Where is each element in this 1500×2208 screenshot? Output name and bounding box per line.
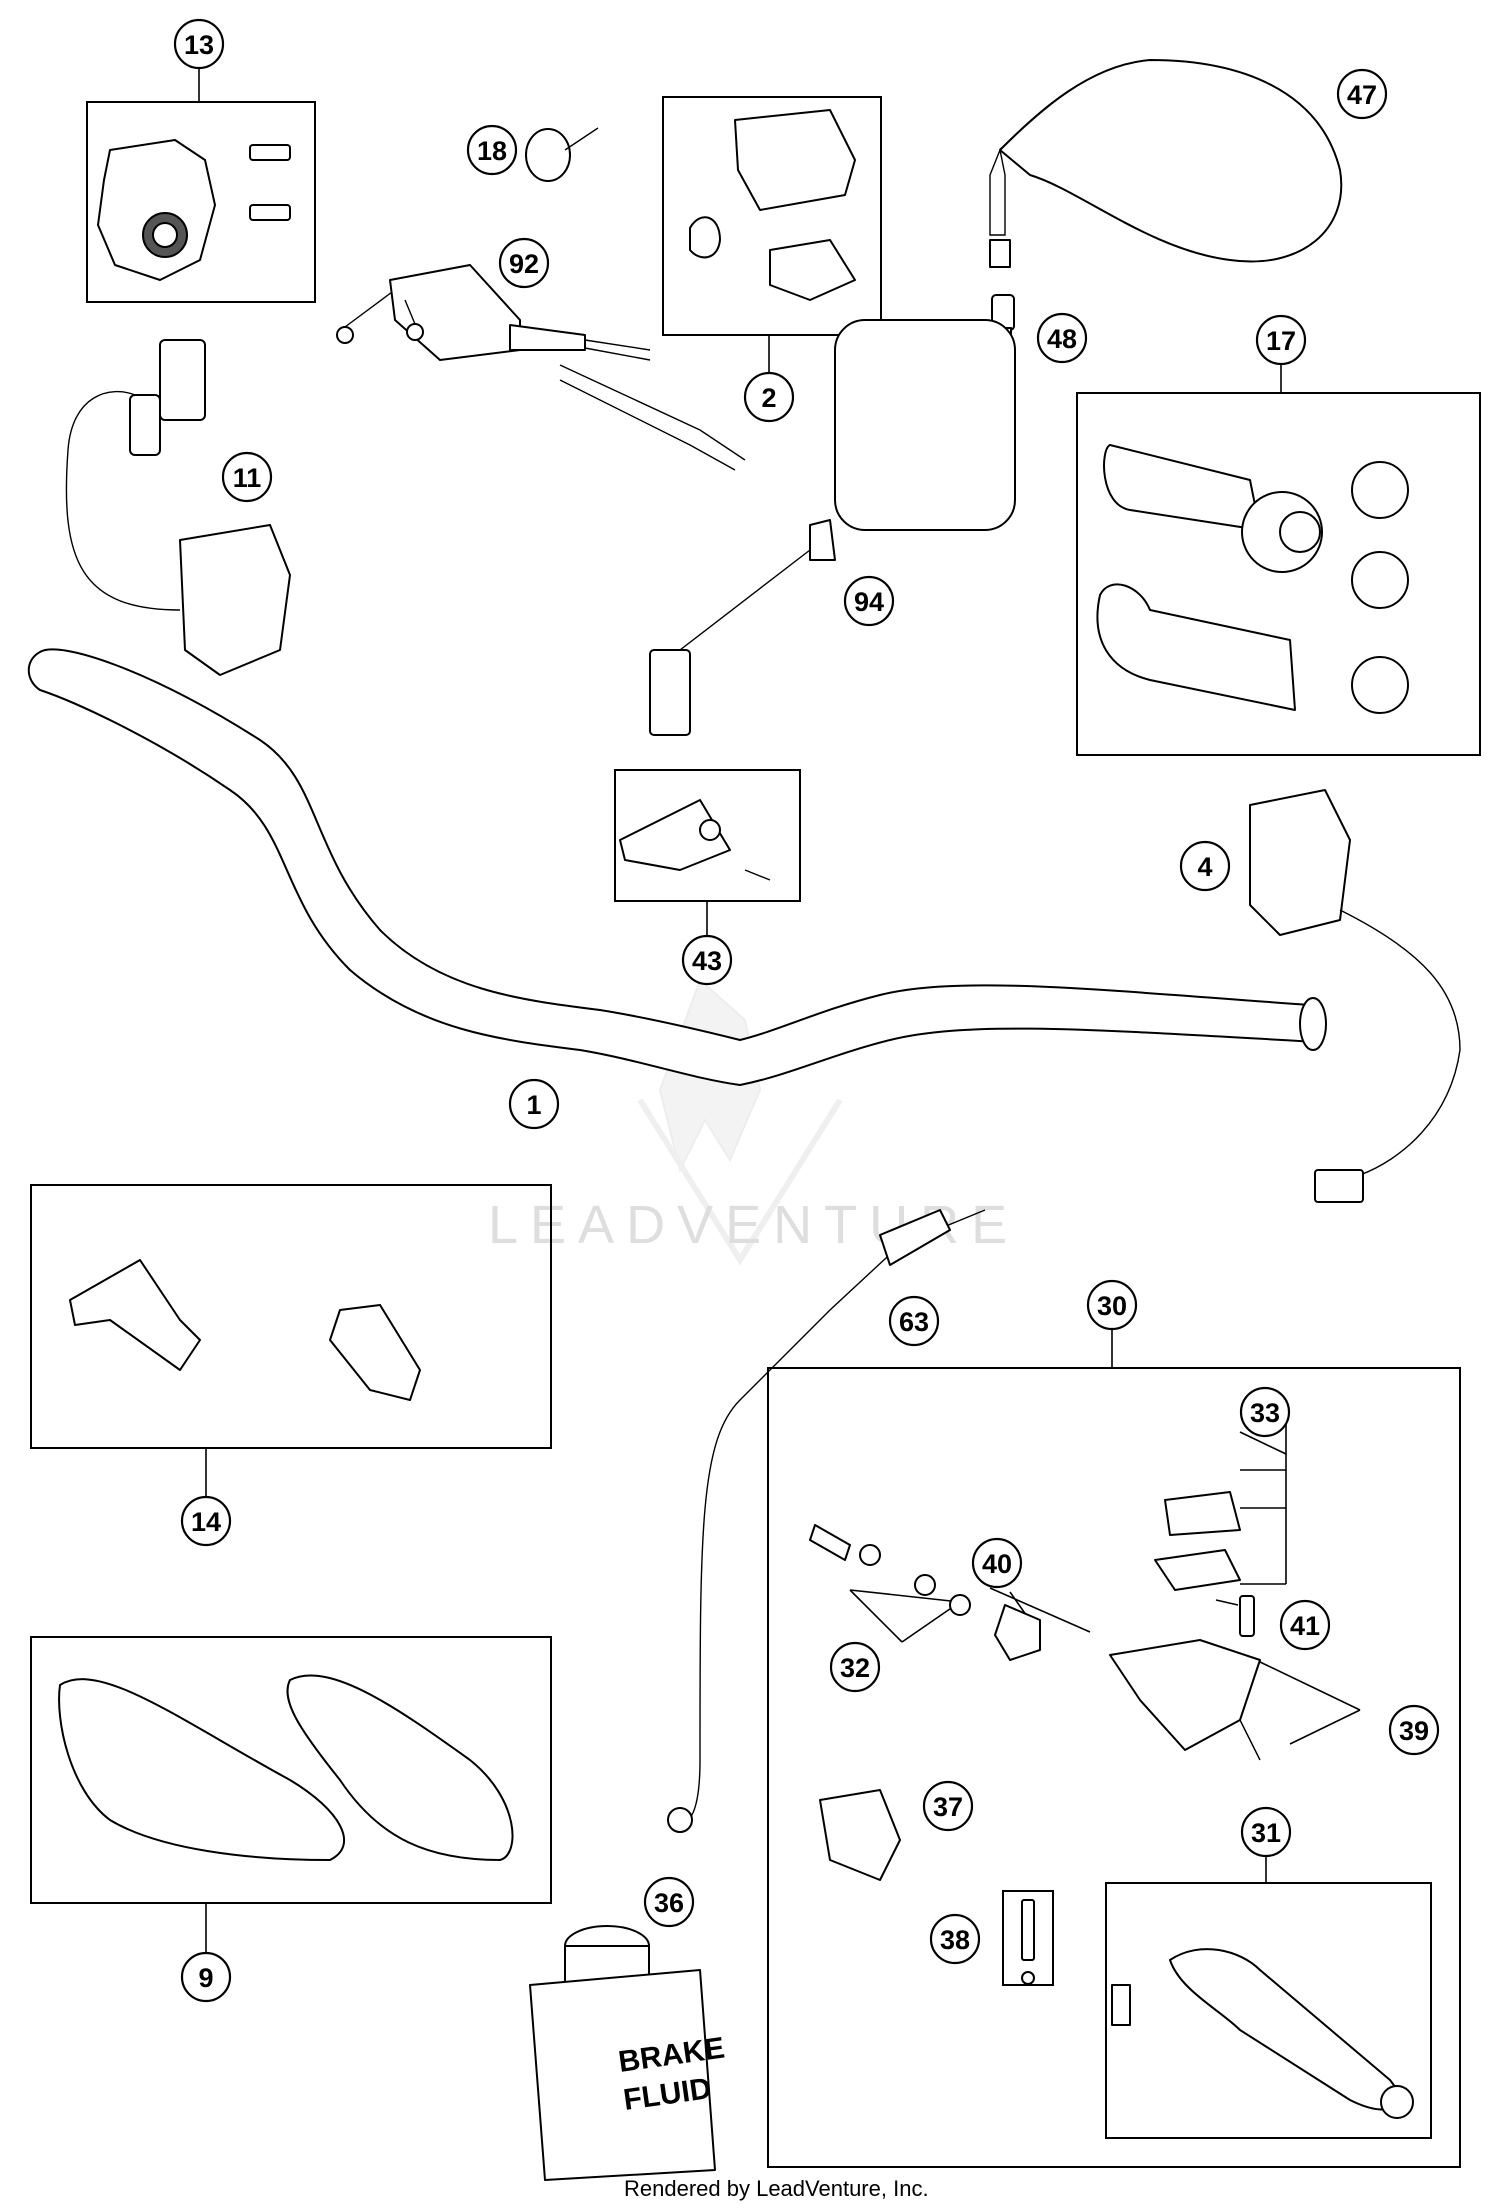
callout-11: 11 xyxy=(221,451,273,503)
master-cylinder-30-part xyxy=(809,1491,1261,1881)
callout-63: 63 xyxy=(888,1295,940,1347)
handlebar-part xyxy=(27,648,1327,1086)
brake-hose-part xyxy=(667,1209,986,1833)
svg-text:92: 92 xyxy=(509,249,539,279)
cable-tie-part xyxy=(525,127,599,182)
callout-41: 41 xyxy=(1279,1599,1331,1651)
svg-text:63: 63 xyxy=(899,1307,929,1337)
svg-text:39: 39 xyxy=(1399,1716,1429,1746)
svg-text:14: 14 xyxy=(191,1507,221,1537)
callout-47: 47 xyxy=(1336,68,1388,120)
box-14 xyxy=(30,1184,552,1449)
switch-4-part xyxy=(1249,789,1461,1203)
svg-text:41: 41 xyxy=(1290,1611,1320,1641)
callout-2: 2 xyxy=(743,371,795,423)
throttle-assembly-part xyxy=(336,264,746,471)
switch-11-part xyxy=(65,339,291,676)
brake-fluid-bottle-part: BRAKE FLUID xyxy=(529,1925,727,2181)
callout-31: 31 xyxy=(1240,1806,1292,1858)
switch-housing-13-part xyxy=(97,139,291,281)
box-13 xyxy=(86,101,316,303)
screw-38-part xyxy=(1021,1899,1035,1985)
svg-text:94: 94 xyxy=(854,587,884,617)
box-31 xyxy=(1105,1882,1432,2139)
svg-text:40: 40 xyxy=(982,1549,1012,1579)
callout-43: 43 xyxy=(681,934,733,986)
svg-text:32: 32 xyxy=(840,1653,870,1683)
clamp-43-part xyxy=(619,799,771,881)
svg-text:17: 17 xyxy=(1266,326,1296,356)
callout-9: 9 xyxy=(180,1951,232,2003)
svg-text:43: 43 xyxy=(692,946,722,976)
svg-text:18: 18 xyxy=(477,136,507,166)
callout-18: 18 xyxy=(466,124,518,176)
footer-credit: Rendered by LeadVenture, Inc. xyxy=(624,2176,929,2201)
svg-text:1: 1 xyxy=(526,1090,541,1120)
svg-text:31: 31 xyxy=(1251,1818,1281,1848)
callout-38: 38 xyxy=(929,1913,981,1965)
svg-text:33: 33 xyxy=(1250,1398,1280,1428)
callout-30: 30 xyxy=(1086,1279,1138,1331)
svg-text:11: 11 xyxy=(233,463,262,493)
hand-guards-9-part xyxy=(58,1674,514,1861)
lever-brackets-14-part xyxy=(69,1259,421,1401)
svg-text:48: 48 xyxy=(1047,324,1077,354)
callout-94: 94 xyxy=(843,575,895,627)
box-9 xyxy=(30,1636,552,1904)
callout-17: 17 xyxy=(1255,314,1307,366)
callout-39: 39 xyxy=(1388,1704,1440,1756)
callout-1: 1 xyxy=(508,1078,560,1130)
svg-text:37: 37 xyxy=(933,1792,963,1822)
mirror-47-part xyxy=(989,59,1343,268)
svg-text:9: 9 xyxy=(198,1963,213,1993)
svg-text:13: 13 xyxy=(184,30,214,60)
svg-text:2: 2 xyxy=(761,383,776,413)
callout-13: 13 xyxy=(173,18,225,70)
mirror-94-part xyxy=(649,319,1016,736)
callout-40: 40 xyxy=(971,1537,1023,1589)
box-2 xyxy=(662,96,882,336)
svg-text:36: 36 xyxy=(654,1888,684,1918)
box-30 xyxy=(767,1367,1461,2168)
callout-37: 37 xyxy=(922,1780,974,1832)
callout-32: 32 xyxy=(829,1641,881,1693)
callout-14: 14 xyxy=(180,1495,232,1547)
cover-2-part xyxy=(689,109,856,301)
callout-36: 36 xyxy=(643,1876,695,1928)
callout-4: 4 xyxy=(1179,840,1231,892)
svg-text:38: 38 xyxy=(940,1925,970,1955)
callout-33: 33 xyxy=(1239,1386,1291,1438)
callout-92: 92 xyxy=(498,237,550,289)
brake-lever-31-part xyxy=(1111,1948,1414,2119)
grips-17-part xyxy=(1096,444,1409,714)
box-17 xyxy=(1076,392,1481,756)
svg-text:4: 4 xyxy=(1197,852,1212,882)
callout-48: 48 xyxy=(1036,312,1088,364)
svg-text:47: 47 xyxy=(1347,80,1377,110)
svg-text:30: 30 xyxy=(1097,1291,1127,1321)
